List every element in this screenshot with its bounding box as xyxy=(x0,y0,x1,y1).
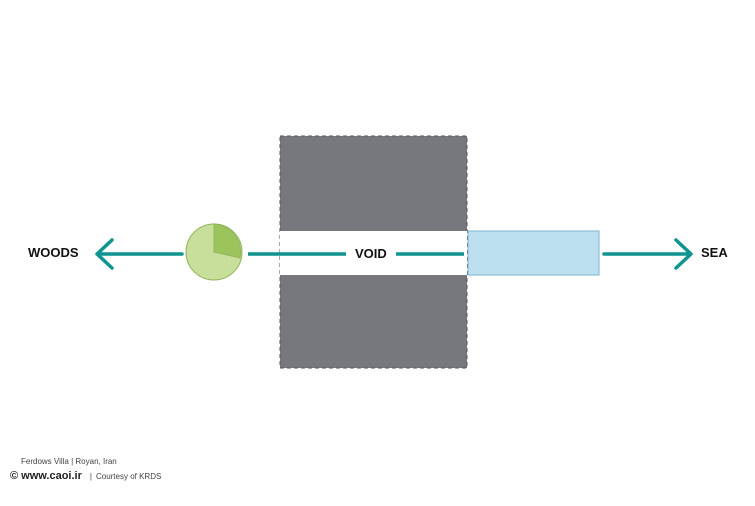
woods-arrow xyxy=(95,238,184,270)
void-label: VOID xyxy=(355,246,387,261)
caption-separator: | xyxy=(89,472,92,481)
sea-label: SEA xyxy=(701,245,728,260)
credit-line: © www.caoi.ir | Courtesy of KRDS xyxy=(10,470,161,482)
sea-facing-block xyxy=(467,230,600,276)
tree-symbol xyxy=(185,223,243,281)
website-text: © www.caoi.ir xyxy=(10,470,82,482)
project-caption: Ferdows Villa | Royan, Iran xyxy=(21,457,117,466)
woods-label: WOODS xyxy=(28,245,79,260)
credit-text: Courtesy of KRDS xyxy=(95,472,162,481)
sea-arrow xyxy=(602,238,693,270)
